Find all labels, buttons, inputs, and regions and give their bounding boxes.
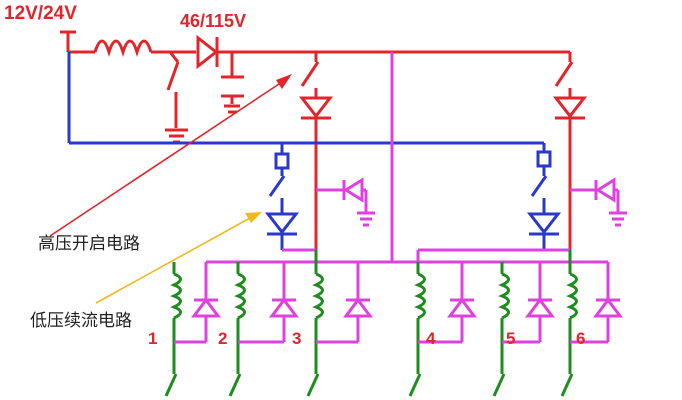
freewheel-diode [570,262,623,344]
boost-inductor [93,39,153,57]
injector-channels: 1 2 3 4 5 6 [148,250,623,397]
channel-number: 1 [148,329,157,348]
high-voltage-pointer [49,74,292,237]
low-voltage-pointer [95,212,262,304]
channel-1: 1 [148,262,221,397]
freewheel-diode [418,262,477,344]
boost-diode [196,34,219,70]
channel-number: 2 [218,329,227,348]
channel-number: 3 [292,329,301,348]
injector-coil [164,262,182,397]
injector-coil [228,262,246,397]
channel-number: 4 [426,329,436,348]
injector-coil [408,262,426,397]
high-side-right [552,52,588,250]
channel-number: 5 [506,329,515,348]
low-voltage-circuit-label: 低压续流电路 [30,311,132,331]
channel-6: 6 [560,250,623,397]
ground-symbols-top [165,94,244,144]
supply-voltage-label: 12V/24V [4,3,77,24]
freewheel-diode [174,262,221,344]
low-voltage-supply-line [67,52,562,250]
high-voltage-circuit-label: 高压开启电路 [38,234,140,254]
channel-5: 5 [492,262,555,397]
freewheel-diode [502,262,555,344]
channel-number: 6 [576,329,585,348]
injector-coil [306,250,324,397]
channel-4: 4 [408,262,477,397]
freewheel-diode [316,262,373,344]
injector-coil [492,262,510,397]
channel-3: 3 [292,250,373,397]
flyback-bus [206,52,627,264]
high-side-left [298,52,334,250]
injector-coil [560,250,578,397]
freewheel-diode [238,262,299,344]
channel-2: 2 [218,262,299,397]
boost-voltage-label: 46/115V [180,11,246,31]
